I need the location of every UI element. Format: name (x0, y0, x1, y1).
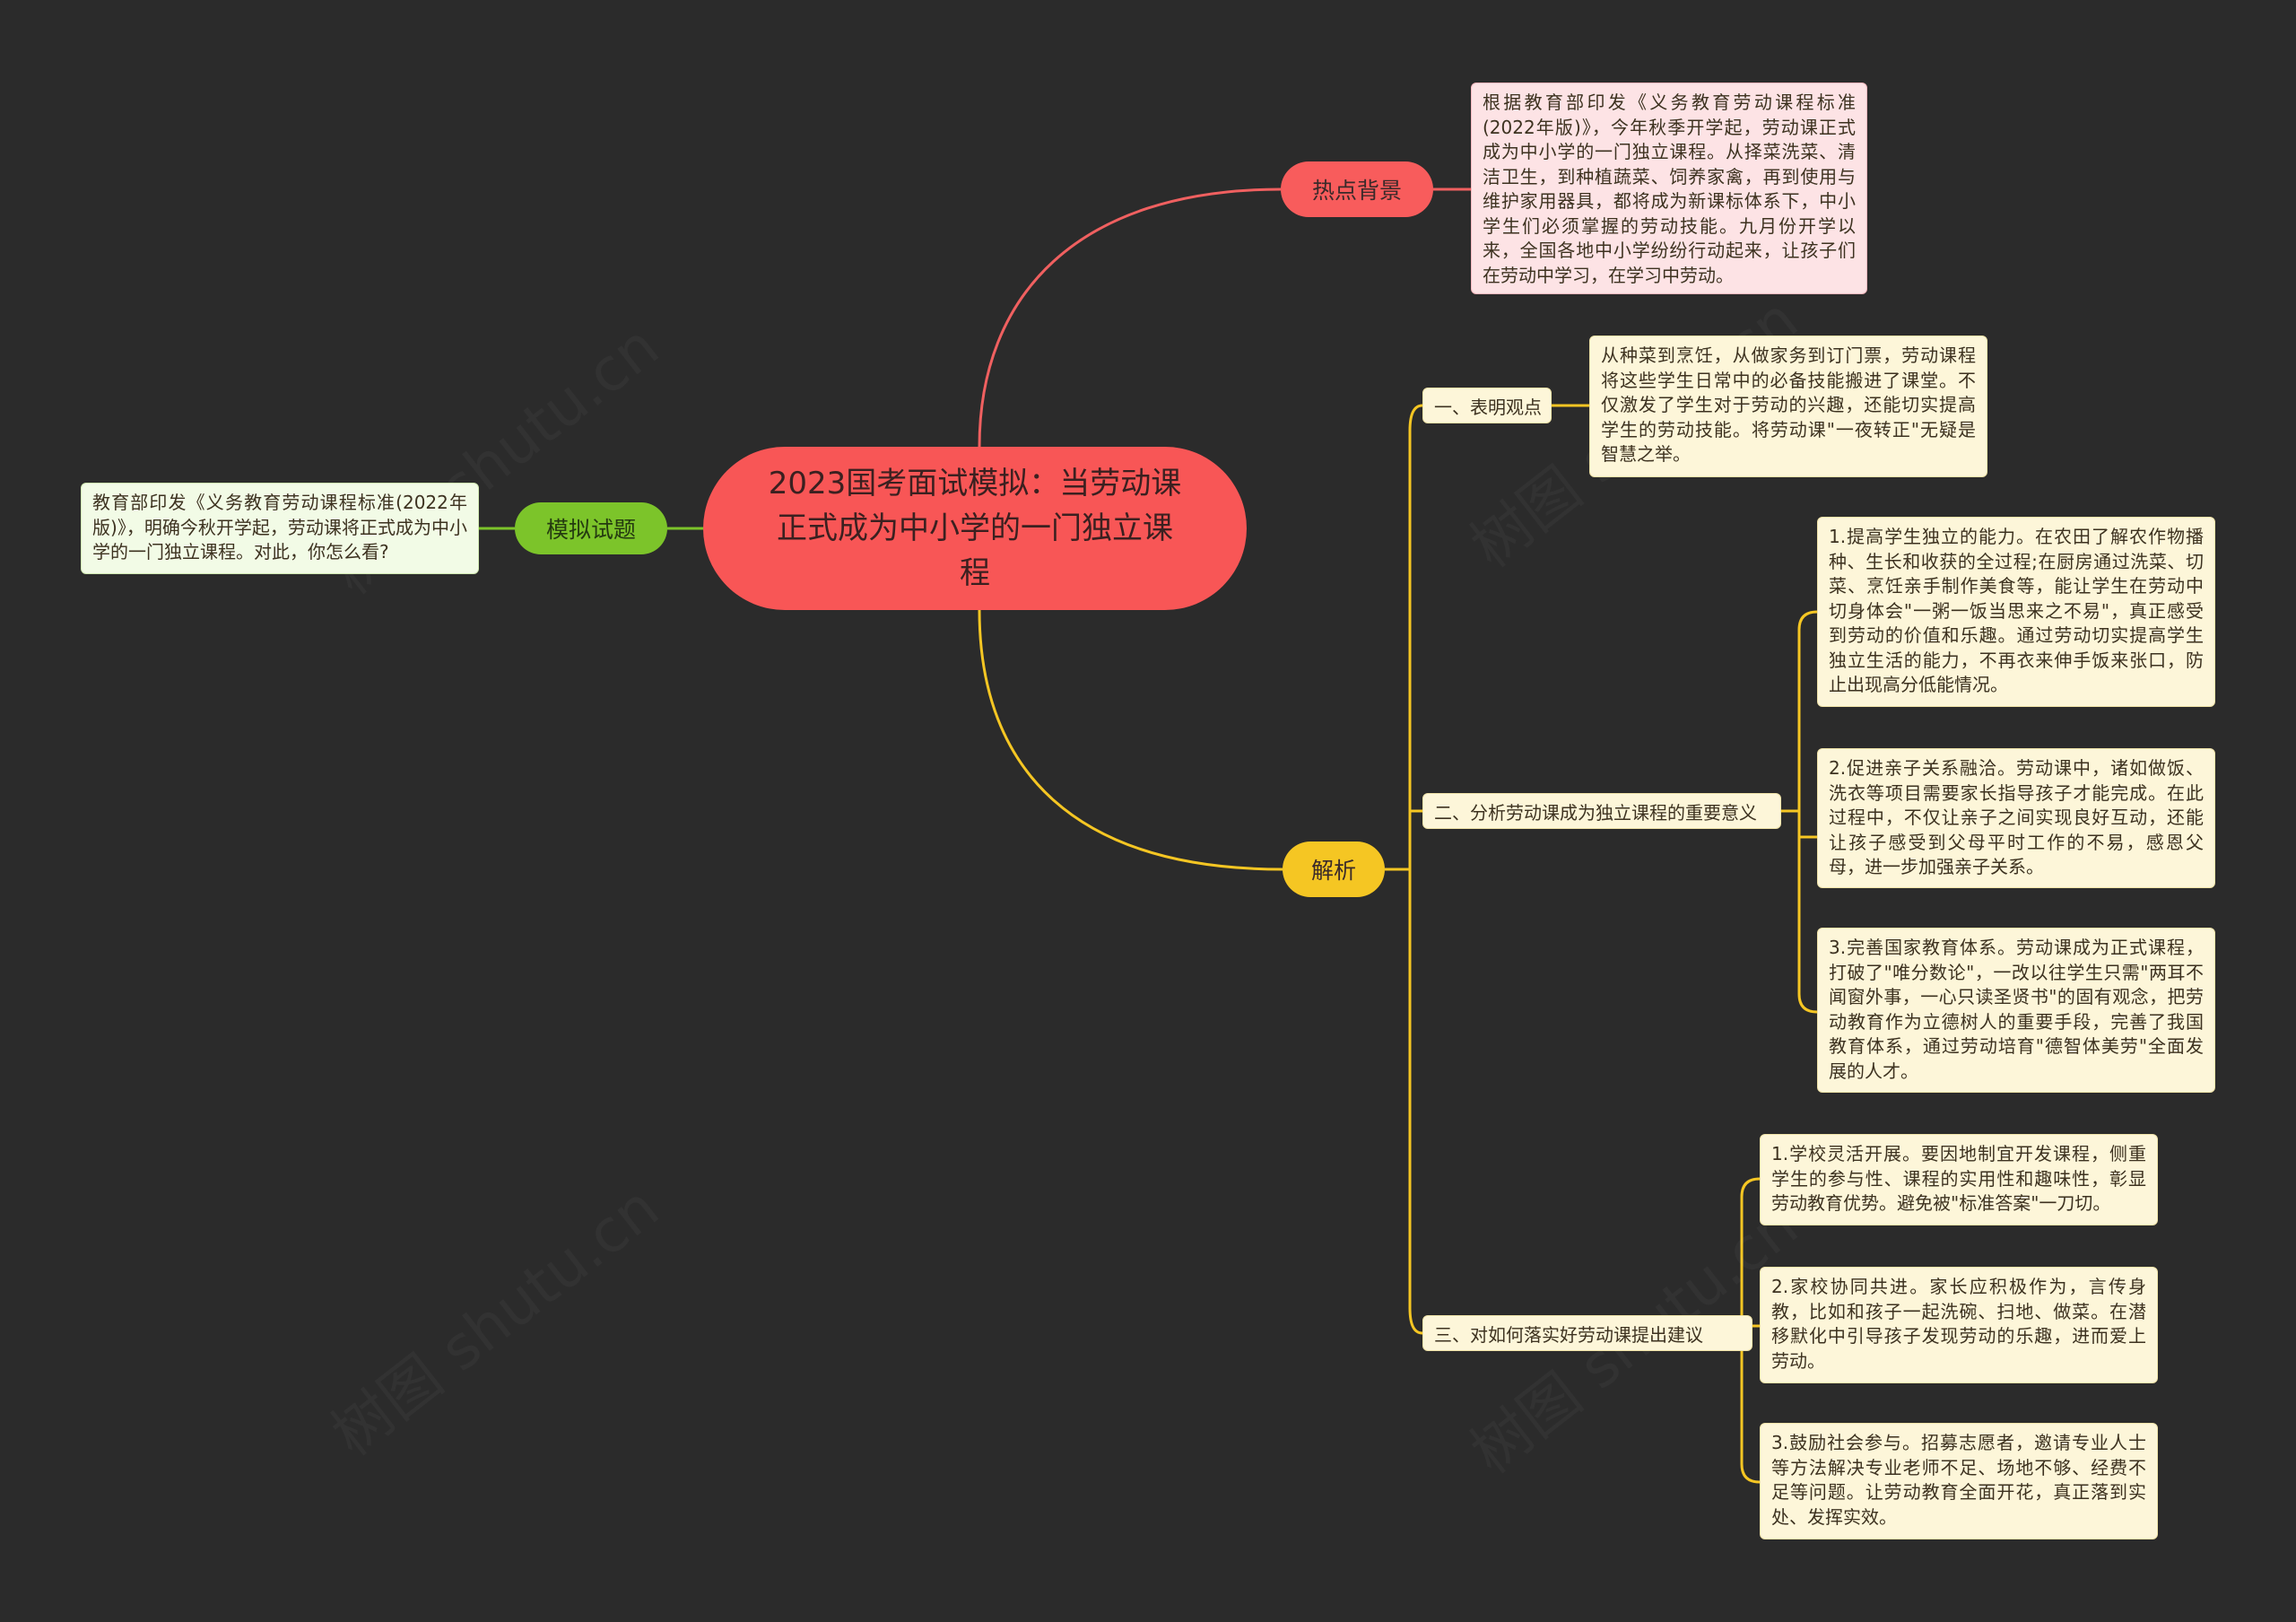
branch-analysis-label: 解析 (1310, 858, 1356, 884)
section-viewpoint[interactable]: 一、表明观点 (1422, 388, 1552, 423)
significance-item-3[interactable]: 3.完善国家教育体系。劳动课成为正式课程，打破了"唯分数论"，一改以往学生只需"… (1817, 928, 2215, 1093)
question-text: 教育部印发《义务教育劳动课程标准(2022年版)》，明确今秋开学起，劳动课将正式… (92, 492, 467, 562)
suggestion-item-2[interactable]: 2.家校协同共进。家长应积极作为，言传身教，比如和孩子一起洗碗、扫地、做菜。在潜… (1760, 1267, 2158, 1383)
significance-item-2-text: 2.促进亲子关系融洽。劳动课中，诸如做饭、洗衣等项目需要家长指导孩子才能完成。在… (1829, 757, 2204, 877)
branch-question-label: 模拟试题 (545, 517, 636, 543)
root-title: 2023国考面试模拟：当劳动课正式成为中小学的一门独立课程 (768, 466, 1182, 591)
connector-root-background (978, 187, 1282, 448)
background-text: 根据教育部印发《义务教育劳动课程标准(2022年版)》，今年秋季开学起，劳动课正… (1483, 92, 1856, 286)
suggestion-item-2-text: 2.家校协同共进。家长应积极作为，言传身教，比如和孩子一起洗碗、扫地、做菜。在潜… (1771, 1276, 2146, 1372)
connector-s2-bracket (1797, 610, 1818, 1014)
significance-item-2[interactable]: 2.促进亲子关系融洽。劳动课中，诸如做饭、洗衣等项目需要家长指导孩子才能完成。在… (1817, 748, 2215, 888)
significance-item-1-text: 1.提高学生独立的能力。在农田了解农作物播种、生长和收获的全过程;在厨房通过洗菜… (1829, 526, 2204, 695)
connector-analysis-s1 (1408, 404, 1423, 1335)
suggestion-item-1[interactable]: 1.学校灵活开展。要因地制宜开发课程，侧重学生的参与性、课程的实用性和趣味性，彰… (1760, 1134, 2158, 1225)
significance-item-1[interactable]: 1.提高学生独立的能力。在农田了解农作物播种、生长和收获的全过程;在厨房通过洗菜… (1817, 517, 2215, 707)
question-text-box[interactable]: 教育部印发《义务教育劳动课程标准(2022年版)》，明确今秋开学起，劳动课将正式… (81, 483, 479, 574)
branch-analysis[interactable]: 解析 (1283, 842, 1385, 897)
branch-background[interactable]: 热点背景 (1281, 161, 1433, 217)
section-suggestions-label: 三、对如何落实好劳动课提出建议 (1434, 1323, 1703, 1346)
suggestion-item-3[interactable]: 3.鼓励社会参与。招募志愿者，邀请专业人士等方法解决专业老师不足、场地不够、经费… (1760, 1423, 2158, 1539)
branch-background-label: 热点背景 (1311, 178, 1402, 204)
viewpoint-text-box[interactable]: 从种菜到烹饪，从做家务到订门票，劳动课程将这些学生日常中的必备技能搬进了课堂。不… (1589, 336, 1987, 477)
suggestion-item-1-text: 1.学校灵活开展。要因地制宜开发课程，侧重学生的参与性、课程的实用性和趣味性，彰… (1771, 1143, 2146, 1214)
viewpoint-text: 从种菜到烹饪，从做家务到订门票，劳动课程将这些学生日常中的必备技能搬进了课堂。不… (1601, 344, 1976, 465)
root-topic[interactable]: 2023国考面试模拟：当劳动课正式成为中小学的一门独立课程 (703, 447, 1247, 610)
section-viewpoint-label: 一、表明观点 (1434, 396, 1542, 418)
suggestion-item-3-text: 3.鼓励社会参与。招募志愿者，邀请专业人士等方法解决专业老师不足、场地不够、经费… (1771, 1432, 2146, 1528)
branch-question[interactable]: 模拟试题 (515, 502, 667, 554)
connector-root-analysis (978, 609, 1283, 871)
significance-item-3-text: 3.完善国家教育体系。劳动课成为正式课程，打破了"唯分数论"，一改以往学生只需"… (1829, 937, 2204, 1082)
section-suggestions[interactable]: 三、对如何落实好劳动课提出建议 (1422, 1315, 1752, 1351)
section-significance[interactable]: 二、分析劳动课成为独立课程的重要意义 (1422, 793, 1781, 829)
section-significance-label: 二、分析劳动课成为独立课程的重要意义 (1434, 801, 1757, 824)
background-text-box[interactable]: 根据教育部印发《义务教育劳动课程标准(2022年版)》，今年秋季开学起，劳动课正… (1471, 83, 1867, 294)
